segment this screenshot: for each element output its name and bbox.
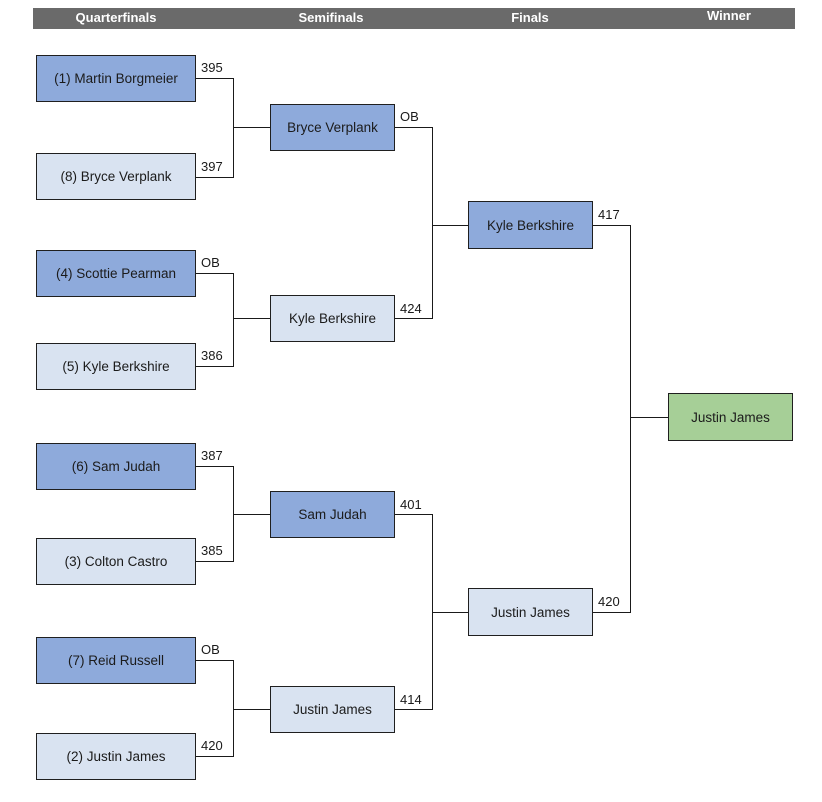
- quarterfinal-5-box: (6) Sam Judah: [36, 443, 196, 490]
- column-header-bar: [33, 8, 795, 29]
- final-2-score: 420: [598, 594, 620, 609]
- quarterfinal-1-box: (1) Martin Borgmeier: [36, 55, 196, 102]
- semifinal-2-score: 424: [400, 301, 422, 316]
- player-name: Justin James: [691, 409, 770, 425]
- quarterfinal-2-score: 397: [201, 159, 223, 174]
- semifinal-2-box: Kyle Berkshire: [270, 295, 395, 342]
- connector-line: [196, 366, 233, 367]
- quarterfinal-3-box: (4) Scottie Pearman: [36, 250, 196, 297]
- quarterfinal-4-score: 386: [201, 348, 223, 363]
- connector-line: [233, 514, 270, 515]
- player-name: Justin James: [293, 702, 372, 717]
- quarterfinal-7-score: OB: [201, 642, 220, 657]
- quarterfinal-8-score: 420: [201, 738, 223, 753]
- connector-line: [432, 612, 468, 613]
- quarterfinal-6-box: (3) Colton Castro: [36, 538, 196, 585]
- winner-box: Justin James: [668, 393, 793, 441]
- semifinal-3-box: Sam Judah: [270, 491, 395, 538]
- final-2-box: Justin James: [468, 588, 593, 636]
- connector-line: [196, 177, 233, 178]
- quarterfinal-6-score: 385: [201, 543, 223, 558]
- connector-line: [395, 709, 432, 710]
- connector-line: [233, 709, 270, 710]
- connector-line: [395, 318, 432, 319]
- connector-line: [593, 225, 630, 226]
- semifinal-1-score: OB: [400, 109, 419, 124]
- player-name: Kyle Berkshire: [288, 311, 377, 326]
- quarterfinal-4-box: (5) Kyle Berkshire: [36, 343, 196, 390]
- connector-line: [233, 273, 234, 367]
- header-finals: Finals: [511, 10, 549, 25]
- connector-line: [196, 756, 233, 757]
- connector-line: [432, 225, 468, 226]
- quarterfinal-1-score: 395: [201, 60, 223, 75]
- connector-line: [233, 660, 234, 757]
- connector-line: [196, 466, 233, 467]
- connector-line: [196, 273, 233, 274]
- quarterfinal-3-score: OB: [201, 255, 220, 270]
- semifinal-3-score: 401: [400, 497, 422, 512]
- connector-line: [593, 612, 630, 613]
- connector-line: [630, 417, 668, 418]
- quarterfinal-8-box: (2) Justin James: [36, 733, 196, 780]
- final-1-score: 417: [598, 207, 620, 222]
- player-name: Justin James: [491, 604, 570, 620]
- header-semifinals: Semifinals: [298, 10, 364, 25]
- connector-line: [395, 514, 432, 515]
- player-name: (5) Kyle Berkshire: [62, 359, 170, 374]
- player-name: Kyle Berkshire: [486, 217, 575, 233]
- final-1-box: Kyle Berkshire: [468, 201, 593, 249]
- player-name: (6) Sam Judah: [71, 459, 161, 474]
- player-name: (8) Bryce Verplank: [60, 169, 172, 184]
- connector-line: [630, 225, 631, 613]
- quarterfinal-2-box: (8) Bryce Verplank: [36, 153, 196, 200]
- player-name: (4) Scottie Pearman: [55, 266, 177, 281]
- semifinal-4-box: Justin James: [270, 686, 395, 733]
- connector-line: [233, 78, 234, 178]
- header-winner: Winner: [707, 8, 751, 23]
- quarterfinal-5-score: 387: [201, 448, 223, 463]
- quarterfinal-7-box: (7) Reid Russell: [36, 637, 196, 684]
- connector-line: [196, 78, 233, 79]
- connector-line: [432, 127, 433, 319]
- connector-line: [395, 127, 432, 128]
- player-name: (2) Justin James: [66, 749, 166, 764]
- semifinal-1-box: Bryce Verplank: [270, 104, 395, 151]
- connector-line: [233, 127, 270, 128]
- player-name: Sam Judah: [298, 507, 367, 522]
- connector-line: [196, 660, 233, 661]
- player-name: Bryce Verplank: [287, 120, 378, 135]
- semifinal-4-score: 414: [400, 692, 422, 707]
- header-quarterfinals: Quarterfinals: [75, 10, 157, 25]
- player-name: (3) Colton Castro: [64, 554, 168, 569]
- connector-line: [196, 561, 233, 562]
- player-name: (1) Martin Borgmeier: [54, 71, 178, 86]
- player-name: (7) Reid Russell: [67, 653, 165, 668]
- connector-line: [233, 318, 270, 319]
